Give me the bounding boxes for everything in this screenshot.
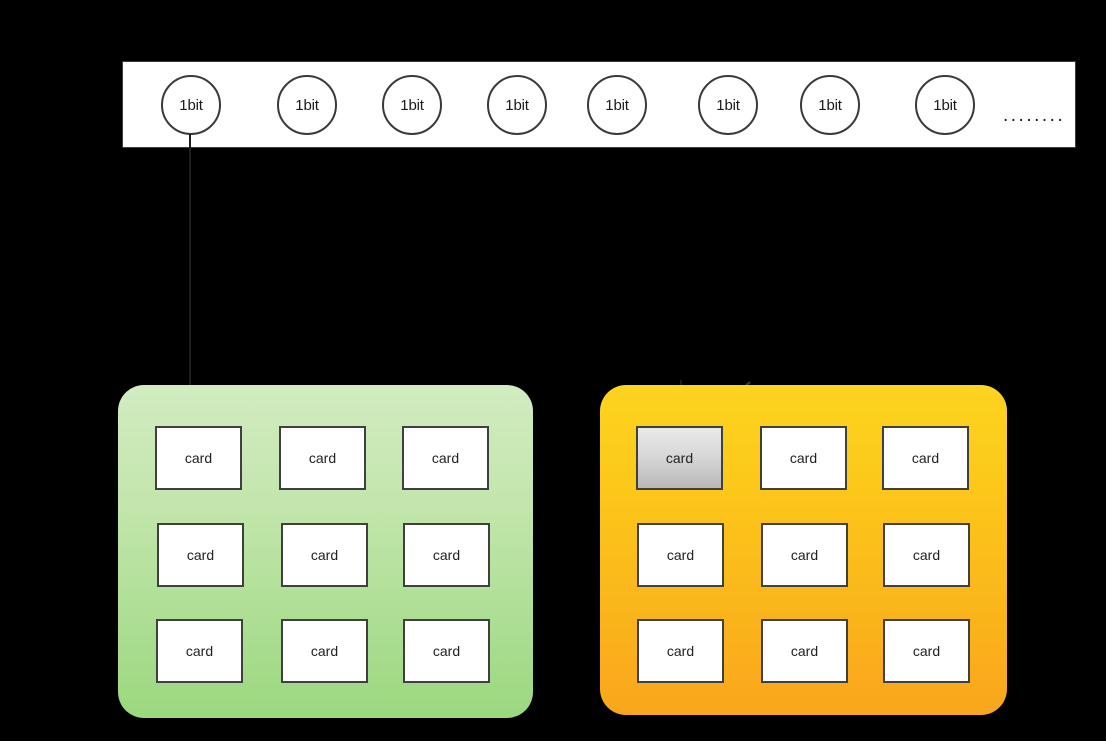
bit-circle-3[interactable]: 1bit bbox=[382, 75, 442, 135]
bit-circle-4[interactable]: 1bit bbox=[487, 75, 547, 135]
green-card-9[interactable]: card bbox=[403, 619, 490, 683]
bit-circle-7[interactable]: 1bit bbox=[800, 75, 860, 135]
orange-card-4[interactable]: card bbox=[637, 523, 724, 587]
bit-circle-label: 1bit bbox=[605, 96, 629, 114]
card-label: card bbox=[790, 643, 819, 659]
card-label: card bbox=[310, 547, 339, 563]
card-label: card bbox=[431, 450, 460, 466]
card-label: card bbox=[911, 450, 940, 466]
connector-line-bit1-to-green bbox=[189, 134, 191, 424]
card-label: card bbox=[790, 547, 819, 563]
orange-card-9[interactable]: card bbox=[883, 619, 970, 683]
bitmap-strip: 1bit 1bit 1bit 1bit 1bit 1bit 1bit 1bit … bbox=[122, 61, 1076, 148]
card-label: card bbox=[789, 450, 818, 466]
orange-card-7[interactable]: card bbox=[637, 619, 724, 683]
orange-card-8[interactable]: card bbox=[761, 619, 848, 683]
bit-circle-label: 1bit bbox=[295, 96, 319, 114]
green-card-7[interactable]: card bbox=[156, 619, 243, 683]
card-label: card bbox=[184, 450, 213, 466]
bit-circle-1[interactable]: 1bit bbox=[161, 75, 221, 135]
bit-circle-label: 1bit bbox=[933, 96, 957, 114]
orange-card-1-selected[interactable]: card bbox=[636, 426, 723, 490]
orange-card-3[interactable]: card bbox=[882, 426, 969, 490]
card-label: card bbox=[310, 643, 339, 659]
card-label: card bbox=[666, 547, 695, 563]
card-label: card bbox=[912, 547, 941, 563]
green-card-5[interactable]: card bbox=[281, 523, 368, 587]
bit-circle-label: 1bit bbox=[400, 96, 424, 114]
bit-circle-label: 1bit bbox=[505, 96, 529, 114]
orange-card-5[interactable]: card bbox=[761, 523, 848, 587]
card-label: card bbox=[432, 547, 461, 563]
green-card-4[interactable]: card bbox=[157, 523, 244, 587]
card-label: card bbox=[432, 643, 461, 659]
bit-circle-6[interactable]: 1bit bbox=[698, 75, 758, 135]
bit-circle-5[interactable]: 1bit bbox=[587, 75, 647, 135]
green-card-3[interactable]: card bbox=[402, 426, 489, 490]
bit-circle-label: 1bit bbox=[818, 96, 842, 114]
card-label: card bbox=[912, 643, 941, 659]
bitmap-ellipsis: ........ bbox=[1003, 105, 1066, 126]
green-card-6[interactable]: card bbox=[403, 523, 490, 587]
bit-circle-label: 1bit bbox=[716, 96, 740, 114]
green-card-8[interactable]: card bbox=[281, 619, 368, 683]
orange-card-2[interactable]: card bbox=[760, 426, 847, 490]
green-card-1[interactable]: card bbox=[155, 426, 242, 490]
card-label: card bbox=[665, 450, 694, 466]
card-label: card bbox=[186, 547, 215, 563]
bit-circle-8[interactable]: 1bit bbox=[915, 75, 975, 135]
card-label: card bbox=[308, 450, 337, 466]
card-label: card bbox=[185, 643, 214, 659]
green-card-2[interactable]: card bbox=[279, 426, 366, 490]
card-label: card bbox=[666, 643, 695, 659]
bit-circle-label: 1bit bbox=[179, 96, 203, 114]
orange-card-6[interactable]: card bbox=[883, 523, 970, 587]
bit-circle-2[interactable]: 1bit bbox=[277, 75, 337, 135]
